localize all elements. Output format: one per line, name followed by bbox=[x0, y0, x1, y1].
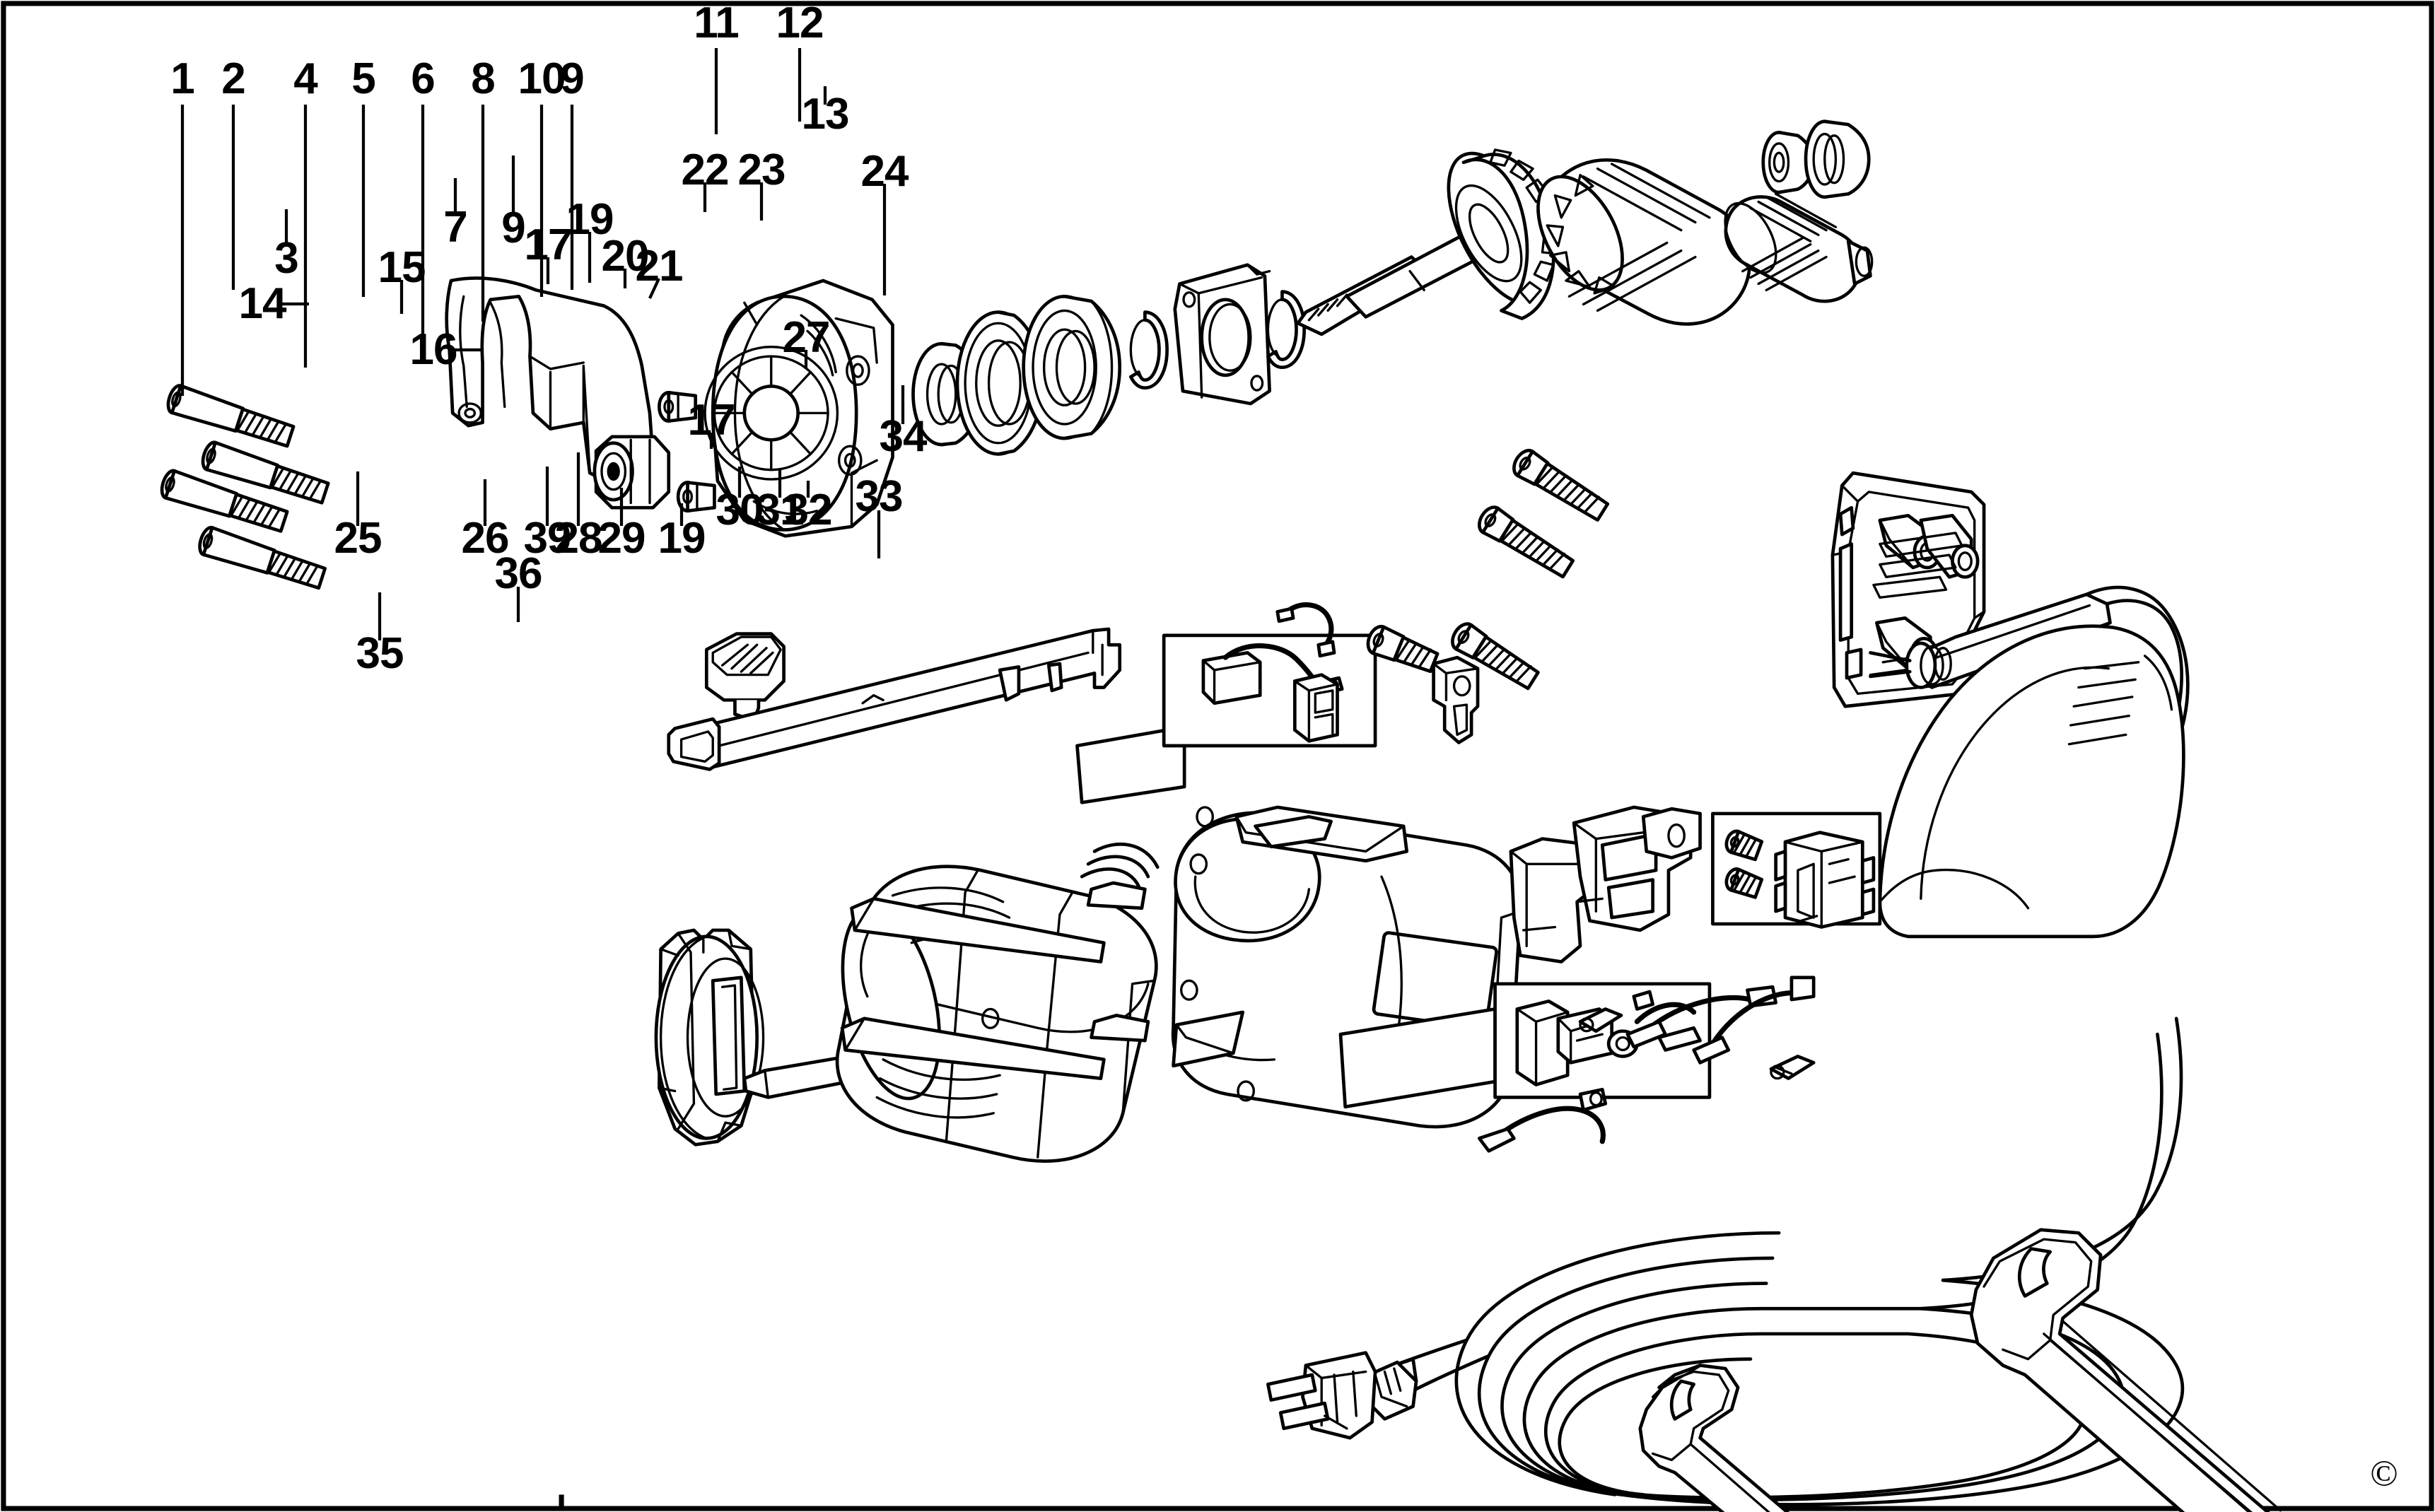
part-22-screws bbox=[1451, 448, 1610, 691]
callout-number-11: 11 bbox=[694, 0, 740, 47]
callout-number-20: 20 bbox=[601, 232, 650, 281]
part-32-sleeve bbox=[1769, 1055, 1816, 1080]
part-19-brush-lead-upper bbox=[1275, 602, 1336, 658]
callout-number-34: 34 bbox=[879, 412, 928, 461]
callout-number-12: 12 bbox=[776, 0, 824, 47]
callout-number-9: 9 bbox=[560, 54, 584, 103]
part-39-insulation-strip bbox=[1172, 1010, 1245, 1068]
callout-number-19: 19 bbox=[566, 195, 614, 244]
callout-number-10: 10 bbox=[518, 54, 566, 103]
callout-number-8: 8 bbox=[471, 54, 495, 103]
part-17-brush-set-lower bbox=[1493, 982, 1712, 1099]
callout-number-17: 17 bbox=[687, 396, 736, 445]
part-36-wrench bbox=[1969, 1228, 2282, 1512]
callout-number-22: 22 bbox=[681, 146, 730, 194]
callout-number-15: 15 bbox=[378, 243, 426, 292]
part-16-nameplate bbox=[1075, 725, 1186, 804]
callout-number-26: 26 bbox=[461, 514, 510, 563]
callout-number-16: 16 bbox=[409, 325, 458, 374]
callout-number-4: 4 bbox=[293, 54, 317, 103]
callout-number-6: 6 bbox=[411, 54, 435, 103]
callout-number-28: 28 bbox=[554, 514, 603, 563]
part-15-switch-slide bbox=[667, 627, 1122, 771]
callout-number-21: 21 bbox=[635, 242, 684, 291]
callout-number-1: 1 bbox=[170, 54, 194, 103]
callout-number-5: 5 bbox=[351, 54, 375, 103]
callout-number-9: 9 bbox=[501, 204, 525, 252]
part-24-cord-grommet bbox=[1869, 585, 2190, 727]
callout-number-23: 23 bbox=[737, 146, 786, 194]
callout-number-3: 3 bbox=[274, 234, 298, 283]
callout-number-30: 30 bbox=[716, 486, 764, 534]
callout-number-32: 32 bbox=[784, 486, 833, 534]
part-30-lead bbox=[1625, 985, 1777, 1049]
callout-number-17: 17 bbox=[524, 221, 573, 269]
part-3-spindle-nut bbox=[592, 435, 671, 510]
callout-number-29: 29 bbox=[597, 514, 646, 563]
part-17-brush-set-upper bbox=[1162, 633, 1377, 748]
part-19-brush-lead-lower bbox=[1477, 1087, 1608, 1153]
callout-number-33: 33 bbox=[855, 472, 904, 521]
part-21-clamp bbox=[1432, 655, 1480, 744]
part-10-flange-plate bbox=[1173, 263, 1271, 406]
part-2-handle-bracket bbox=[445, 276, 657, 491]
callout-number-7: 7 bbox=[443, 203, 467, 252]
callout-number-13: 13 bbox=[801, 90, 850, 139]
callout-number-36: 36 bbox=[494, 549, 543, 598]
part-31-lead bbox=[1692, 975, 1816, 1065]
callout-leader-lines bbox=[180, 48, 905, 641]
part-14-switch-button bbox=[704, 632, 786, 722]
callout-leader-21 bbox=[648, 278, 660, 299]
part-30-sleeve-left bbox=[1578, 1007, 1623, 1033]
callout-number-19: 19 bbox=[658, 514, 706, 563]
part-20-screw bbox=[1366, 624, 1440, 674]
part-4-screws bbox=[658, 391, 716, 513]
part-27-suppressor-set bbox=[1711, 811, 1882, 929]
copyright-mark: © bbox=[2370, 1453, 2398, 1494]
callout-number-27: 27 bbox=[782, 313, 831, 362]
callout-number-25: 25 bbox=[334, 514, 383, 563]
part-8-bearing bbox=[1022, 294, 1122, 440]
part-1-screws bbox=[160, 384, 330, 590]
part-9-circlip-b bbox=[1266, 290, 1307, 370]
callout-number-24: 24 bbox=[860, 147, 909, 196]
callout-number-14: 14 bbox=[238, 279, 287, 328]
callout-number-39: 39 bbox=[523, 514, 572, 563]
callout-number-31: 31 bbox=[756, 486, 805, 534]
part-26-field-stator bbox=[835, 842, 1160, 1163]
part-35-wrench bbox=[1638, 1364, 1790, 1512]
callout-number-35: 35 bbox=[356, 629, 404, 678]
part-34-handle-cover bbox=[1878, 624, 2185, 939]
callout-number-2: 2 bbox=[221, 54, 245, 103]
part-5-gear-case bbox=[703, 279, 894, 538]
part-13-bearing-ring bbox=[1804, 119, 1871, 199]
part-9-circlip-a bbox=[1128, 310, 1169, 390]
part-11-armature bbox=[1296, 148, 1874, 336]
